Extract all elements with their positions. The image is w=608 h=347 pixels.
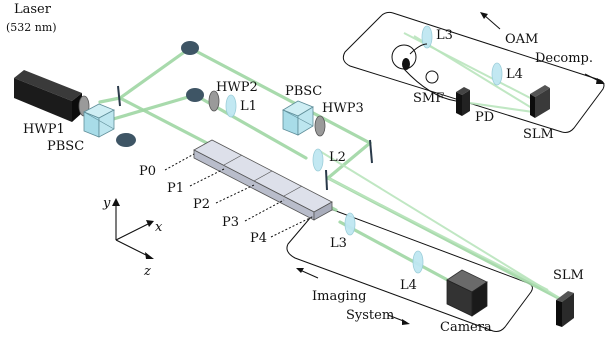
label-pbsc-left: PBSC: [47, 139, 84, 154]
label-axis-x: x: [155, 220, 163, 235]
label-l3-top: L3: [436, 28, 453, 43]
coordinate-axes: [112, 198, 154, 259]
l1-lens: [225, 94, 237, 118]
smf-fiber: [391, 43, 457, 102]
imaging-enclosure: [286, 206, 533, 332]
hwp3-plate: [314, 115, 326, 137]
label-p2: P2: [193, 197, 210, 212]
label-pd: PD: [475, 110, 494, 125]
pbsc-left-cube: [83, 103, 115, 138]
label-l4-top: L4: [506, 67, 523, 82]
leader-p2: [215, 184, 255, 204]
camera-body: [446, 269, 488, 317]
label-hwp3: HWP3: [322, 101, 364, 116]
label-laser-wavelength: (532 nm): [6, 21, 57, 34]
label-laser: Laser: [14, 2, 52, 17]
label-hwp2: HWP2: [216, 80, 258, 95]
hwp2-plate: [208, 90, 220, 112]
label-l4-bottom: L4: [400, 278, 417, 293]
label-l1: L1: [240, 99, 257, 114]
oam-enclosure: [342, 11, 605, 133]
mirror-top: [181, 41, 199, 55]
label-p1: P1: [167, 181, 184, 196]
label-smf: SMF: [413, 91, 444, 106]
label-slm-bottom: SLM: [553, 268, 584, 283]
label-slm-top: SLM: [523, 127, 554, 142]
oam-arrowhead-right: [596, 78, 605, 84]
label-imaging-line2: System: [346, 308, 394, 323]
label-p0: P0: [139, 164, 156, 179]
label-axis-z: z: [143, 264, 151, 279]
leader-p4: [270, 215, 315, 238]
oam-arrow-left: [483, 14, 501, 30]
laser-body: [14, 70, 82, 122]
pbsc-right-cube: [282, 100, 314, 136]
leader-p3: [244, 199, 285, 222]
l2-lens: [312, 148, 324, 172]
label-hwp1: HWP1: [23, 122, 65, 137]
imaging-arrow-left: [299, 269, 319, 279]
mirror-left: [117, 85, 121, 107]
label-l2: L2: [329, 150, 346, 165]
label-p3: P3: [222, 215, 239, 230]
mirror-low: [116, 133, 136, 147]
label-l3-bottom: L3: [330, 236, 347, 251]
mirror-right: [369, 139, 373, 164]
leader-p0: [164, 153, 195, 171]
mirror-l2: [325, 169, 328, 191]
oam-arrowhead-left: [480, 12, 488, 19]
pd-detector: [456, 87, 470, 116]
imaging-arrowhead-right: [402, 319, 410, 325]
slm-bottom-panel: [556, 291, 574, 327]
l4-top-lens: [491, 62, 503, 86]
label-oam-line1: OAM: [505, 32, 538, 47]
l3-bottom-lens: [344, 212, 356, 236]
label-axis-y: y: [102, 196, 111, 211]
l3-top-lens: [421, 25, 433, 49]
label-oam-line2: Decomp.: [535, 51, 593, 66]
l4-bottom-lens: [412, 250, 424, 274]
imaging-arrowhead-left: [296, 268, 304, 273]
slm-top-panel: [530, 85, 550, 118]
label-imaging-line1: Imaging: [312, 289, 366, 304]
mirror-hwp2-mount: [186, 88, 204, 102]
leader-p1: [189, 168, 225, 187]
label-p4: P4: [250, 231, 267, 246]
label-camera: Camera: [440, 320, 492, 335]
label-pbsc-right: PBSC: [285, 84, 322, 99]
crystal-slab: [193, 139, 333, 221]
